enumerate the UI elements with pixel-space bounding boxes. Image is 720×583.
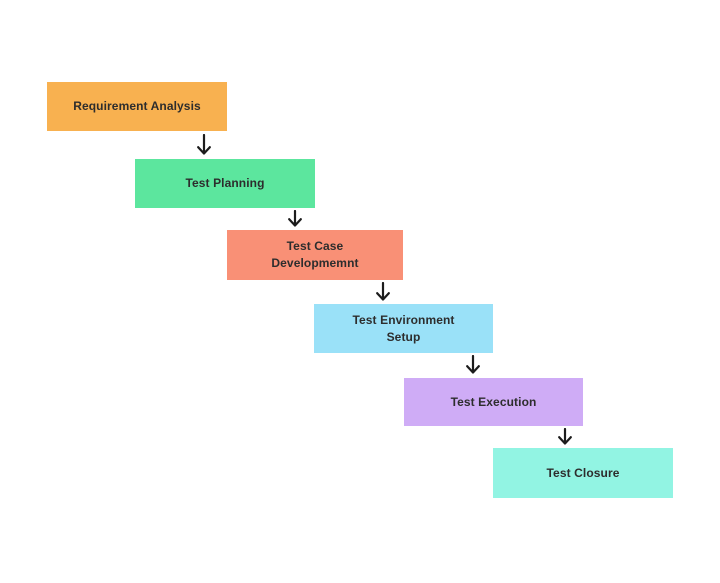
step-test-execution: Test Execution <box>404 378 583 426</box>
down-arrow-icon <box>463 354 483 375</box>
step-test-closure: Test Closure <box>493 448 673 498</box>
step-label: Requirement Analysis <box>73 99 201 113</box>
step-requirement-analysis: Requirement Analysis <box>47 82 227 131</box>
down-arrow-icon <box>194 133 214 156</box>
step-label: Test Planning <box>185 176 265 190</box>
step-label: Test Execution <box>450 394 537 409</box>
step-test-case-development: Test Case Developmemnt <box>227 230 403 280</box>
step-label: Test Closure <box>546 465 620 480</box>
step-label: Test Environment Setup <box>352 312 455 344</box>
step-test-planning: Test Planning <box>135 159 315 208</box>
step-test-environment-setup: Test Environment Setup <box>314 304 493 353</box>
down-arrow-icon <box>373 281 393 302</box>
step-label: Test Case Developmemnt <box>271 239 359 270</box>
down-arrow-icon <box>555 427 575 446</box>
down-arrow-icon <box>285 209 305 228</box>
